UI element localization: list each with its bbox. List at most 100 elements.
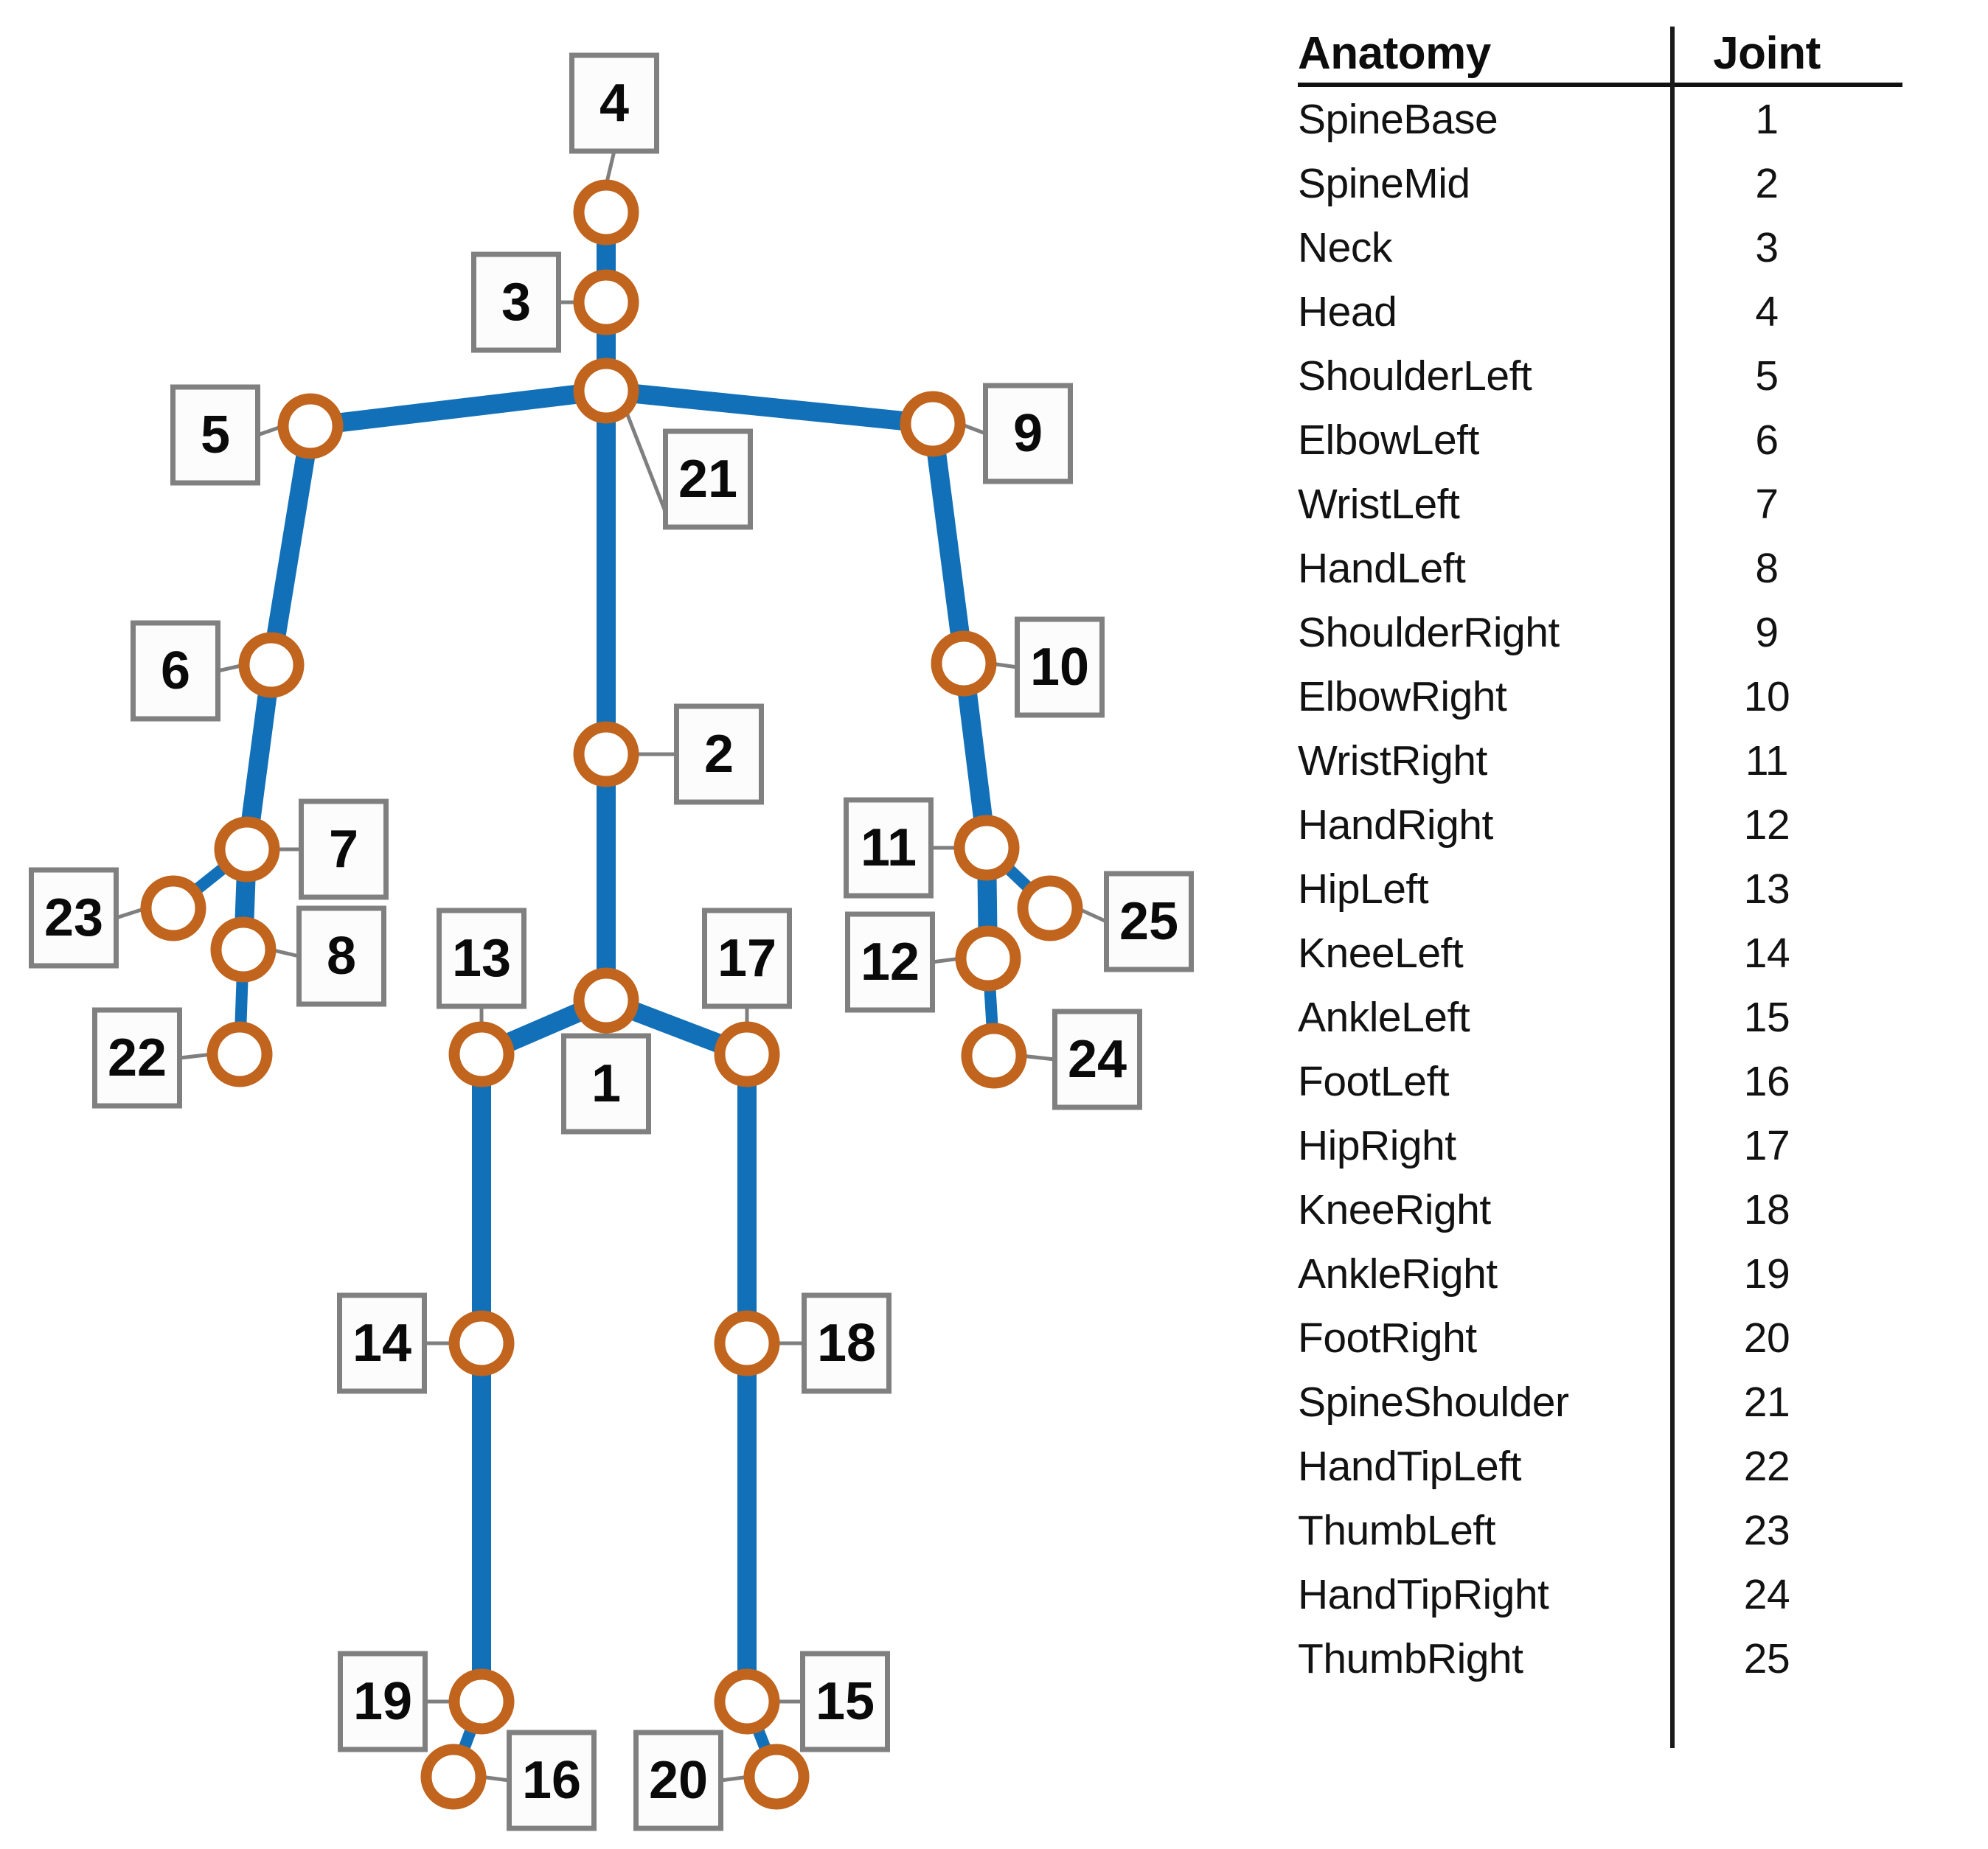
joint-marker-ThumbLeft[interactable] — [140, 875, 206, 941]
joint-label-12[interactable]: 12 — [845, 911, 935, 1013]
joint-label-16[interactable]: 16 — [507, 1730, 597, 1831]
joint-label-box — [92, 1007, 182, 1109]
joint-label-5[interactable]: 5 — [170, 384, 260, 486]
joint-label-21[interactable]: 21 — [663, 428, 753, 530]
joint-label-19[interactable]: 19 — [338, 1651, 428, 1752]
bone-SpineShoulder-to-ShoulderRight — [605, 381, 934, 433]
joint-label-22[interactable]: 22 — [92, 1007, 182, 1109]
joint-marker-HandLeft[interactable] — [210, 916, 277, 983]
joint-label-20[interactable]: 20 — [633, 1730, 723, 1831]
joint-label-box — [800, 1651, 890, 1752]
joint-marker-SpineShoulder[interactable] — [573, 358, 639, 424]
joint-marker-HipRight[interactable] — [714, 1021, 780, 1087]
table-header-row: Anatomy Joint — [1298, 22, 1902, 80]
cell-joint: 22 — [1743, 1442, 1790, 1490]
joint-label-box — [1104, 871, 1194, 972]
cell-joint: 11 — [1745, 737, 1789, 784]
joint-label-9[interactable]: 9 — [983, 383, 1073, 484]
joint-label-box — [844, 797, 934, 899]
joint-marker-Head[interactable] — [573, 179, 639, 246]
joint-label-25[interactable]: 25 — [1104, 871, 1194, 972]
cell-joint: 9 — [1755, 608, 1779, 656]
joint-label-7[interactable]: 7 — [299, 798, 389, 900]
cell-anatomy: AnkleRight — [1298, 1250, 1498, 1298]
joint-label-number: 9 — [1013, 404, 1043, 463]
joint-marker-ShoulderLeft[interactable] — [277, 393, 344, 459]
joint-label-box — [702, 908, 792, 1009]
joint-label-14[interactable]: 14 — [337, 1292, 427, 1394]
joint-label-number: 25 — [1119, 892, 1178, 951]
leader-line-21 — [624, 409, 670, 520]
joint-label-box — [569, 52, 659, 154]
joint-marker-KneeLeft[interactable] — [448, 1310, 515, 1376]
cell-anatomy: ElbowLeft — [1298, 416, 1479, 464]
joint-label-box — [802, 1292, 892, 1394]
joint-label-18[interactable]: 18 — [802, 1292, 892, 1394]
joint-marker-ElbowLeft[interactable] — [238, 632, 305, 698]
joint-label-17[interactable]: 17 — [702, 908, 792, 1009]
joint-label-13[interactable]: 13 — [437, 908, 526, 1009]
joint-marker-ShoulderRight[interactable] — [900, 391, 966, 457]
joint-marker-AnkleLeft[interactable] — [714, 1668, 780, 1735]
joint-label-number: 2 — [704, 725, 734, 784]
joint-label-3[interactable]: 3 — [471, 251, 561, 353]
joint-label-box — [338, 1651, 428, 1752]
joint-marker-HandRight[interactable] — [955, 925, 1021, 992]
joint-label-15[interactable]: 15 — [800, 1651, 890, 1752]
joint-label-number: 11 — [861, 818, 917, 877]
cell-anatomy: Neck — [1298, 223, 1392, 271]
joint-marker-ElbowRight[interactable] — [931, 630, 997, 697]
joint-label-number: 4 — [599, 74, 629, 133]
joint-marker-WristRight[interactable] — [953, 815, 1020, 881]
joint-label-10[interactable]: 10 — [1015, 616, 1105, 718]
joint-label-box — [561, 1033, 651, 1135]
joint-marker-SpineMid[interactable] — [573, 721, 639, 787]
joint-label-23[interactable]: 23 — [29, 867, 119, 969]
cell-joint: 24 — [1743, 1570, 1790, 1618]
column-header-joint: Joint — [1713, 28, 1821, 79]
joint-label-box — [633, 1730, 723, 1831]
skeleton-svg: 1234567891011121314151617181920212223242… — [29, 52, 1194, 1831]
joint-label-number: 7 — [329, 820, 358, 879]
table-row: SpineMid 2 — [1298, 151, 1902, 215]
joint-label-number: 8 — [327, 927, 356, 986]
joint-label-box — [131, 620, 220, 722]
cell-anatomy: HipRight — [1298, 1121, 1456, 1169]
joint-label-11[interactable]: 11 — [844, 797, 934, 899]
joint-label-2[interactable]: 2 — [674, 703, 764, 805]
joint-marker-HipLeft[interactable] — [448, 1021, 515, 1087]
cell-anatomy: Head — [1298, 288, 1397, 335]
joint-label-1[interactable]: 1 — [561, 1033, 651, 1135]
joint-label-number: 14 — [352, 1314, 411, 1373]
cell-anatomy: AnkleLeft — [1298, 993, 1470, 1041]
joint-marker-FootRight[interactable] — [743, 1744, 810, 1810]
joint-marker-HandTipRight[interactable] — [961, 1023, 1027, 1089]
cell-anatomy: SpineMid — [1298, 159, 1470, 207]
joint-label-6[interactable]: 6 — [131, 620, 220, 722]
joint-marker-Neck[interactable] — [573, 269, 639, 335]
joint-marker-ThumbRight[interactable] — [1017, 875, 1083, 941]
joint-label-4[interactable]: 4 — [569, 52, 659, 154]
joint-marker-HandTipLeft[interactable] — [206, 1021, 273, 1087]
cell-joint: 4 — [1755, 288, 1779, 335]
joint-marker-KneeRight[interactable] — [714, 1310, 780, 1376]
joint-label-number: 21 — [678, 450, 737, 509]
cell-joint: 2 — [1755, 159, 1779, 207]
joint-marker-AnkleRight[interactable] — [448, 1668, 515, 1735]
joint-label-box — [1052, 1009, 1142, 1110]
joint-label-8[interactable]: 8 — [296, 905, 386, 1007]
joint-label-24[interactable]: 24 — [1052, 1009, 1142, 1110]
joint-marker-WristLeft[interactable] — [214, 816, 280, 882]
joint-marker-FootLeft[interactable] — [420, 1744, 487, 1810]
joint-marker-SpineBase[interactable] — [573, 967, 639, 1034]
joint-label-box — [674, 703, 764, 805]
